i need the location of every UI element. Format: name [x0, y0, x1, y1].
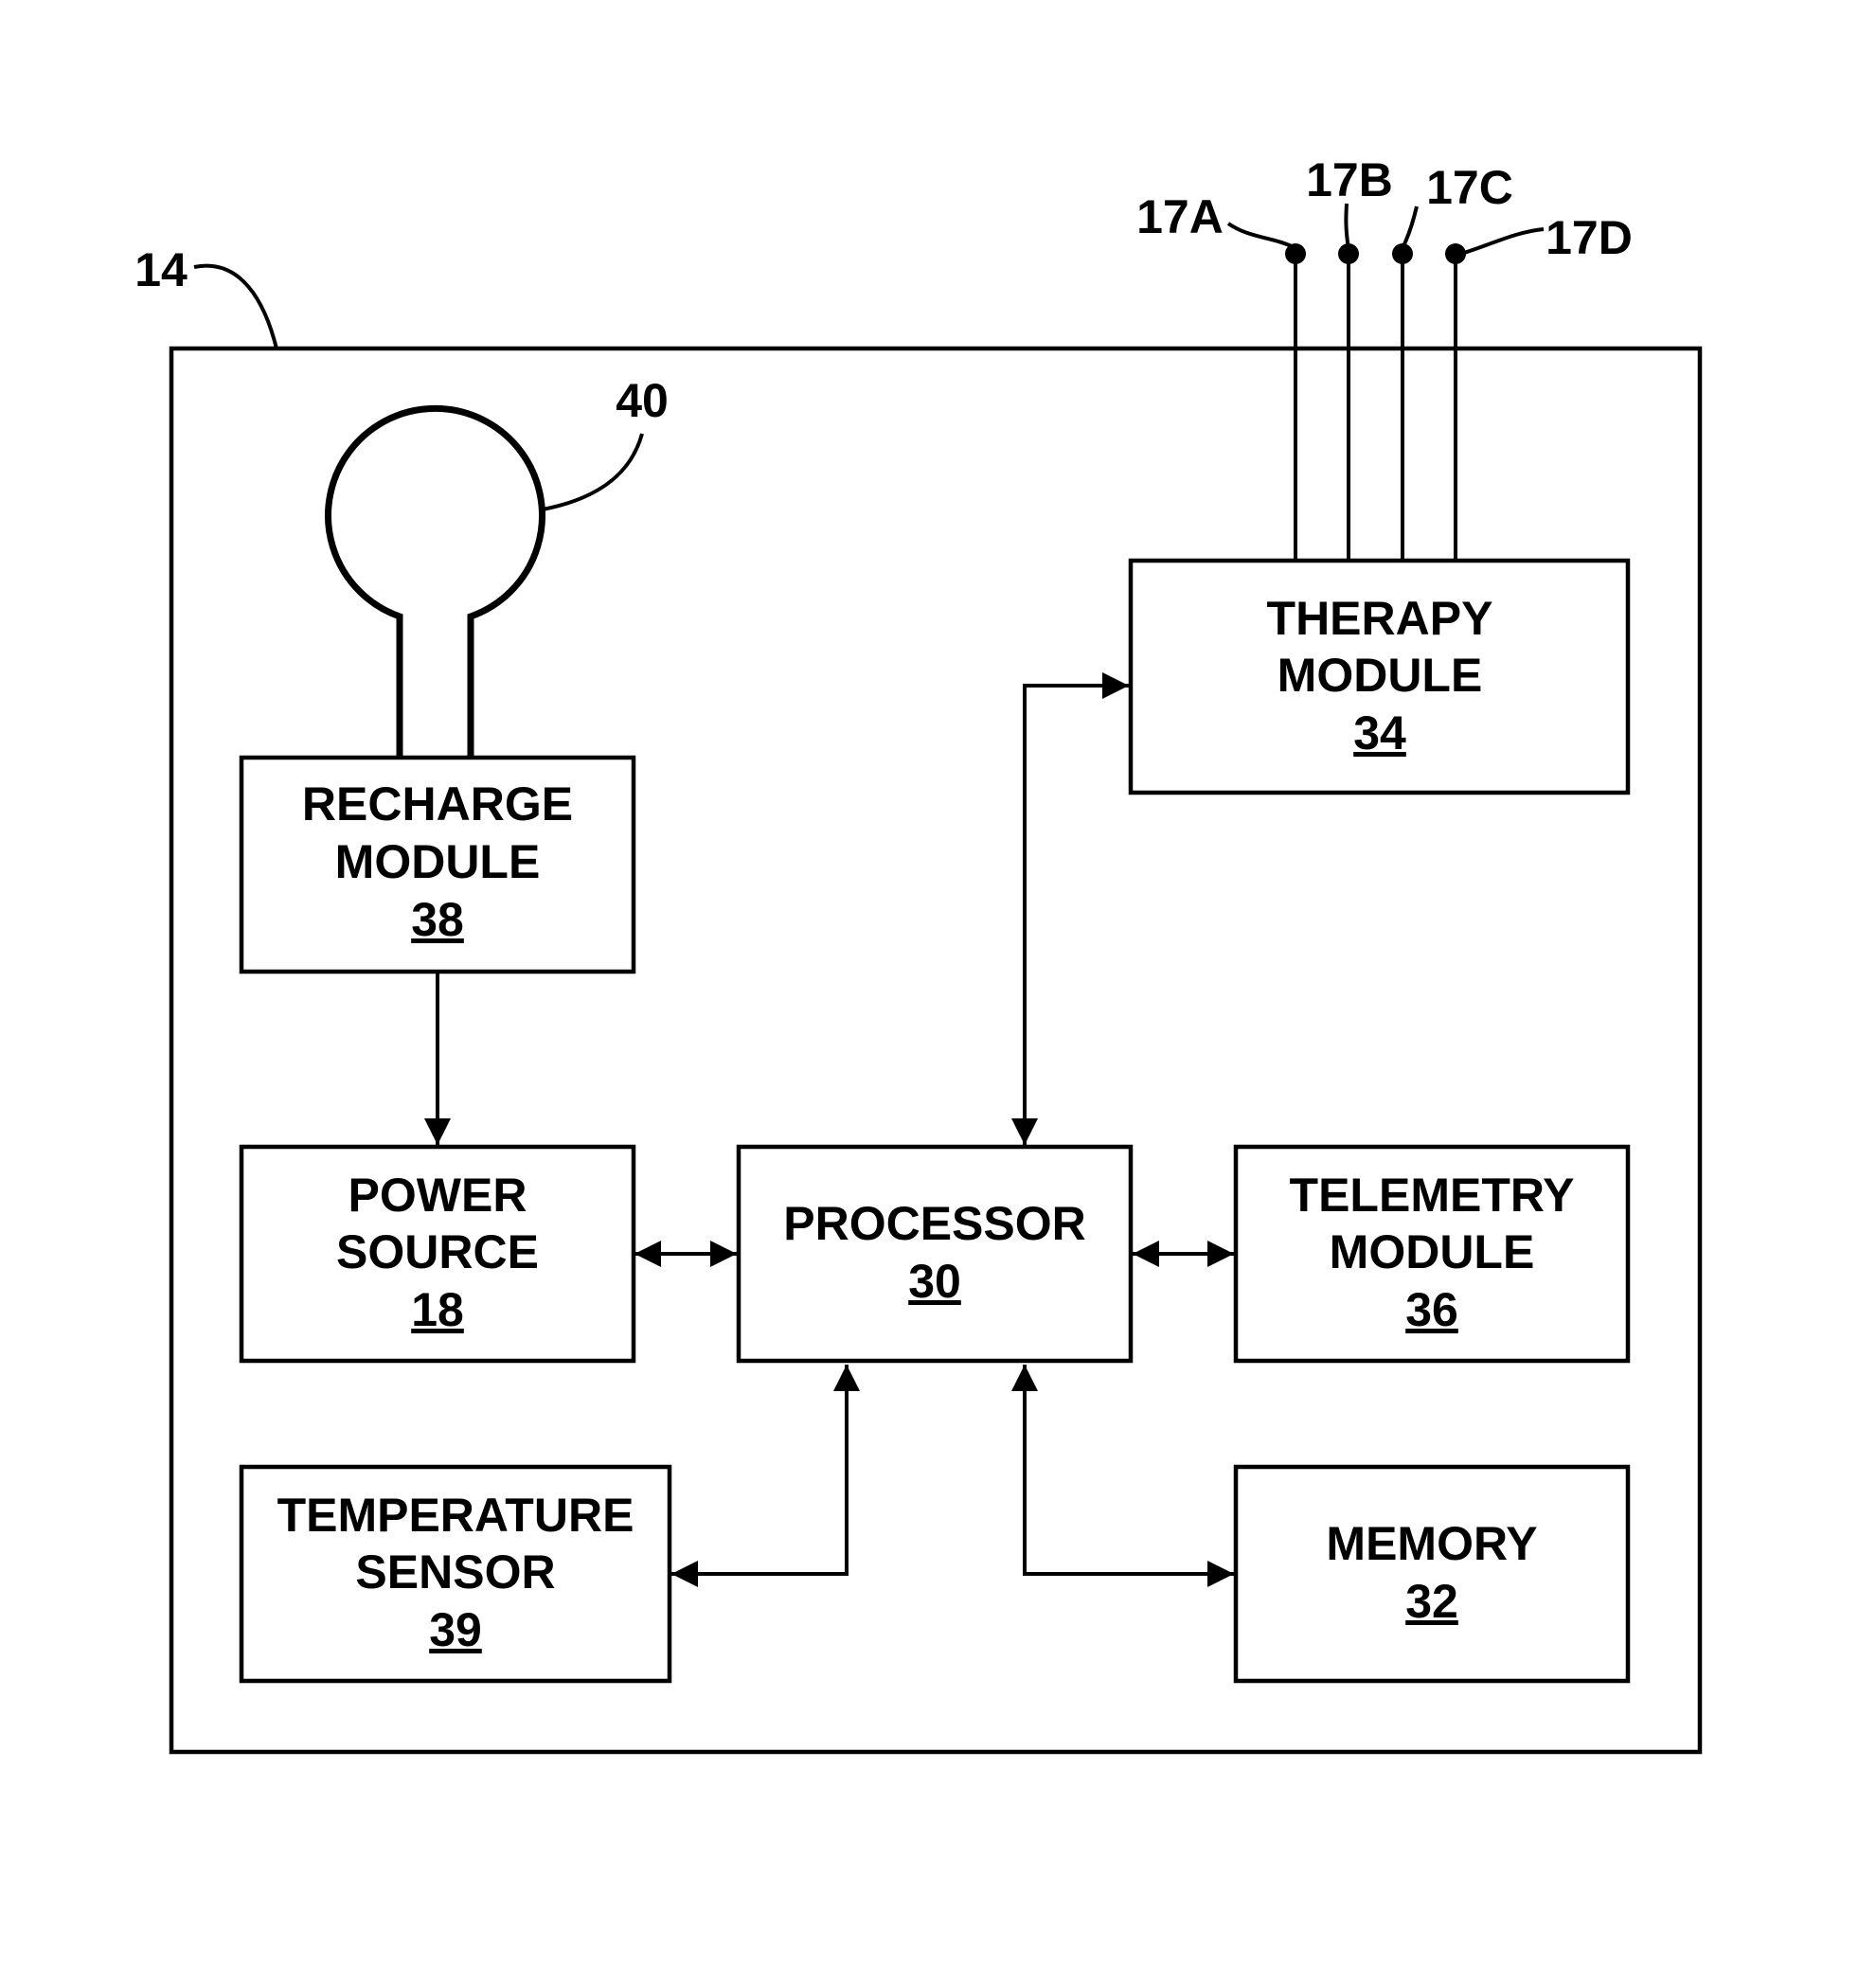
svg-text:39: 39 [429, 1603, 482, 1656]
svg-text:32: 32 [1405, 1575, 1458, 1628]
svg-text:TELEMETRY: TELEMETRY [1290, 1169, 1575, 1222]
svg-text:MODULE: MODULE [335, 835, 541, 888]
memory-block: MEMORY 32 [1236, 1467, 1628, 1681]
electrode-17b-label: 17B [1306, 153, 1393, 206]
svg-text:SOURCE: SOURCE [336, 1225, 539, 1278]
electrode-leads [1228, 204, 1544, 561]
svg-text:POWER: POWER [348, 1169, 527, 1222]
telemetry-module-block: TELEMETRY MODULE 36 [1236, 1147, 1628, 1361]
processor-block: PROCESSOR 30 [739, 1147, 1131, 1361]
svg-text:38: 38 [411, 893, 464, 946]
svg-text:MEMORY: MEMORY [1326, 1517, 1537, 1570]
power-source-block: POWER SOURCE 18 [241, 1147, 634, 1361]
temperature-sensor-block: TEMPERATURE SENSOR 39 [241, 1467, 670, 1681]
svg-text:PROCESSOR: PROCESSOR [783, 1197, 1086, 1250]
svg-text:SENSOR: SENSOR [355, 1545, 555, 1599]
svg-text:TEMPERATURE: TEMPERATURE [277, 1489, 634, 1542]
electrode-17c-label: 17C [1426, 161, 1513, 214]
processor-temperature-arrow [671, 1365, 847, 1574]
device-leader-line [194, 266, 277, 348]
processor-therapy-arrow [1025, 686, 1129, 1145]
coil-label: 40 [616, 374, 669, 427]
svg-text:34: 34 [1353, 706, 1406, 759]
svg-text:30: 30 [908, 1255, 961, 1308]
svg-text:MODULE: MODULE [1330, 1225, 1535, 1278]
svg-text:18: 18 [411, 1283, 464, 1336]
recharge-coil [329, 408, 543, 758]
recharge-module-block: RECHARGE MODULE 38 [241, 758, 634, 972]
device-label: 14 [134, 243, 188, 296]
svg-text:RECHARGE: RECHARGE [302, 777, 573, 831]
coil-leader-line [543, 434, 642, 509]
electrode-17d-label: 17D [1545, 211, 1633, 264]
svg-text:THERAPY: THERAPY [1267, 592, 1493, 645]
svg-text:36: 36 [1405, 1283, 1458, 1336]
svg-text:MODULE: MODULE [1277, 649, 1483, 702]
therapy-module-block: THERAPY MODULE 34 [1131, 561, 1628, 793]
electrode-17a-label: 17A [1136, 190, 1224, 243]
processor-memory-arrow [1025, 1365, 1234, 1574]
